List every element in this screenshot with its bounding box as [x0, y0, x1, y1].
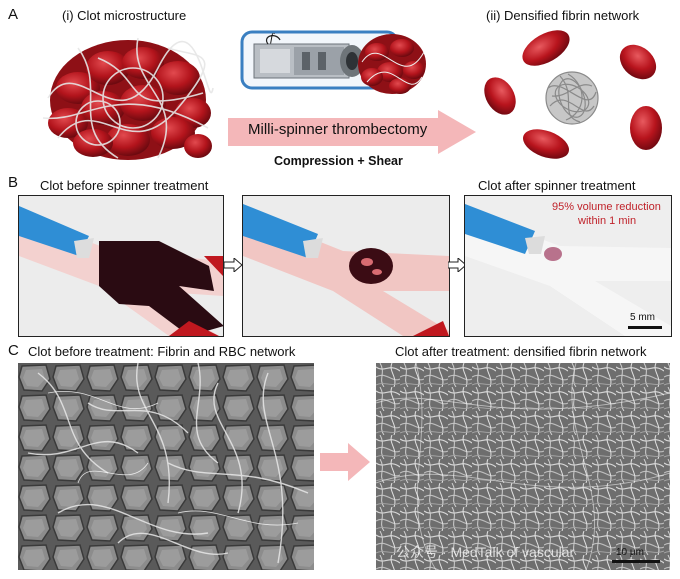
sem-transition-arrow: [320, 443, 370, 481]
milli-spinner-device-illustration: f: [240, 30, 426, 94]
volume-reduction-annotation-1: 95% volume reduction: [552, 201, 661, 213]
milli-spinner-thrombectomy-label: Milli-spinner thrombectomy: [248, 121, 428, 138]
spinner-photo-after: [464, 195, 672, 337]
panel-b-letter: B: [8, 174, 19, 191]
treatment-arrow: [228, 110, 476, 154]
clot-before-spinner-title: Clot before spinner treatment: [40, 178, 209, 193]
panel-a-letter: A: [8, 6, 19, 23]
scale-bar-c: [612, 560, 660, 563]
sem-after-title: Clot after treatment: densified fibrin n…: [395, 344, 647, 359]
compression-shear-label: Compression + Shear: [274, 154, 403, 168]
sem-image-before: [18, 363, 314, 570]
step-arrow-2: [448, 258, 466, 272]
clot-microstructure-title: (i) Clot microstructure: [62, 8, 187, 23]
spinner-photo-before: [18, 195, 224, 337]
force-symbol: f: [270, 30, 275, 44]
densified-fibrin-illustration: [484, 30, 662, 159]
sem-image-after: [376, 363, 670, 570]
volume-reduction-annotation-2: within 1 min: [578, 215, 637, 227]
clot-microstructure-illustration: [42, 37, 214, 160]
spinner-photo-during: [242, 195, 450, 337]
watermark: 公众号 · MedTalk of vascular: [396, 544, 575, 560]
scale-bar-b: [628, 326, 662, 329]
scale-bar-b-label: 5 mm: [630, 312, 655, 323]
sem-before-title: Clot before treatment: Fibrin and RBC ne…: [28, 344, 296, 359]
densified-fibrin-title: (ii) Densified fibrin network: [486, 8, 640, 23]
step-arrow-1: [224, 258, 242, 272]
clot-after-spinner-title: Clot after spinner treatment: [478, 178, 636, 193]
panel-c-letter: C: [8, 342, 19, 359]
scale-bar-c-label: 10 μm: [616, 547, 644, 558]
